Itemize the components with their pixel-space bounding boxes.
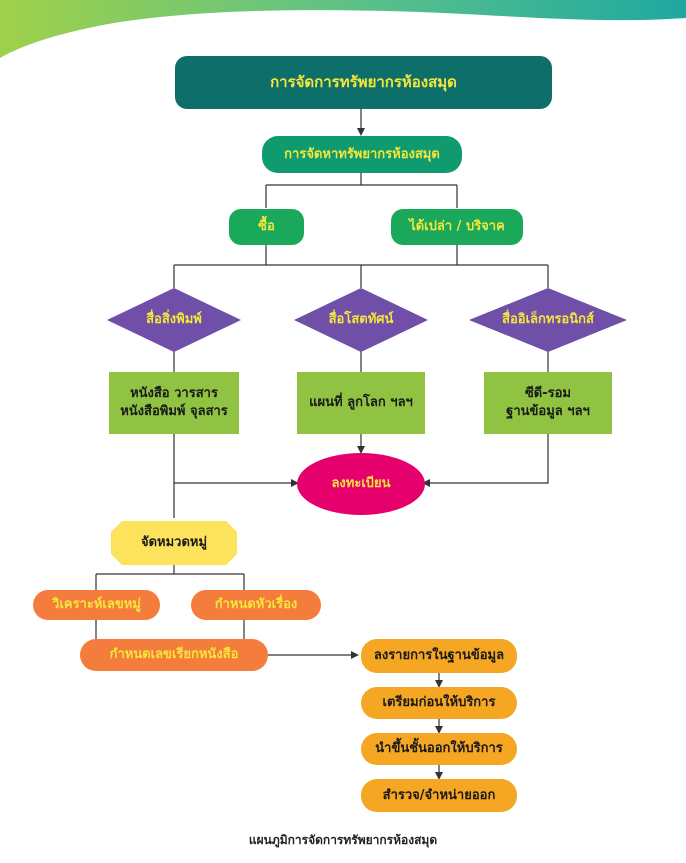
title-box: การจัดการทรัพยากรห้องสมุด [175,56,552,109]
av-example-line: แผนที่ ลูกโลก ฯลฯ [309,395,413,411]
callnumber-box: กำหนดเลขเรียกหนังสือ [80,639,268,671]
buy-box: ซื้อ [229,209,304,245]
electronic-media-label-wrap: สื่ออิเล็กทรอนิกส์ [469,288,627,352]
step-box: ลงรายการในฐานข้อมูล [361,639,517,673]
diagram-caption: แผนภูมิการจัดการทรัพยากรห้องสมุด [248,833,438,847]
register-label: ลงทะเบียน [331,476,391,492]
buy-text: ซื้อ [258,219,275,235]
step-box: เตรียมก่อนให้บริการ [361,687,517,719]
donate-box: ได้เปล่า / บริจาค [391,209,523,245]
electronic-example-line: ซีดี-รอม [524,386,572,402]
av-media-label-wrap: สื่อโสตทัศน์ [294,288,428,352]
classify-octagon [111,521,237,565]
callnumber-text: กำหนดเลขเรียกหนังสือ [109,647,239,663]
print-media-label: สื่อสิ่งพิมพ์ [146,312,202,328]
step-text: นำขึ้นชั้นออกให้บริการ [375,741,503,757]
classify-label-wrap: จัดหมวดหมู่ [111,521,237,565]
title-text: การจัดการทรัพยากรห้องสมุด [270,73,457,92]
classify-label: จัดหมวดหมู่ [140,535,208,551]
donate-text: ได้เปล่า / บริจาค [409,219,505,235]
print-examples-box: หนังสือ วารสาร หนังสือพิมพ์ จุลสาร [109,372,239,434]
subject-text: กำหนดหัวเรื่อง [214,597,298,613]
acquire-text: การจัดหาทรัพยากรห้องสมุด [284,146,440,162]
acquire-box: การจัดหาทรัพยากรห้องสมุด [262,136,462,173]
electronic-examples-box: ซีดี-รอม ฐานข้อมูล ฯลฯ [484,372,612,434]
step-text: เตรียมก่อนให้บริการ [382,695,496,711]
step-text: สำรวจ/จำหน่ายออก [382,787,496,803]
av-examples-box: แผนที่ ลูกโลก ฯลฯ [297,372,425,434]
analyze-box: วิเคราะห์เลขหมู่ [33,590,160,620]
print-media-diamond [107,288,241,352]
electronic-media-diamond [469,288,627,352]
step-box: นำขึ้นชั้นออกให้บริการ [361,733,517,765]
electronic-media-label: สื่ออิเล็กทรอนิกส์ [502,312,594,328]
print-example-line: หนังสือ วารสาร [130,386,218,402]
av-media-label: สื่อโสตทัศน์ [328,312,394,328]
print-example-line: หนังสือพิมพ์ จุลสาร [120,404,228,419]
subject-box: กำหนดหัวเรื่อง [191,590,321,620]
analyze-text: วิเคราะห์เลขหมู่ [52,597,141,613]
decorative-wave [0,0,686,58]
print-media-label-wrap: สื่อสิ่งพิมพ์ [107,288,241,352]
electronic-example-line: ฐานข้อมูล ฯลฯ [506,404,590,419]
av-media-diamond [294,288,428,352]
register-ellipse [297,453,425,515]
step-box: สำรวจ/จำหน่ายออก [361,779,517,812]
register-label-wrap: ลงทะเบียน [297,453,425,515]
step-text: ลงรายการในฐานข้อมูล [373,648,505,664]
